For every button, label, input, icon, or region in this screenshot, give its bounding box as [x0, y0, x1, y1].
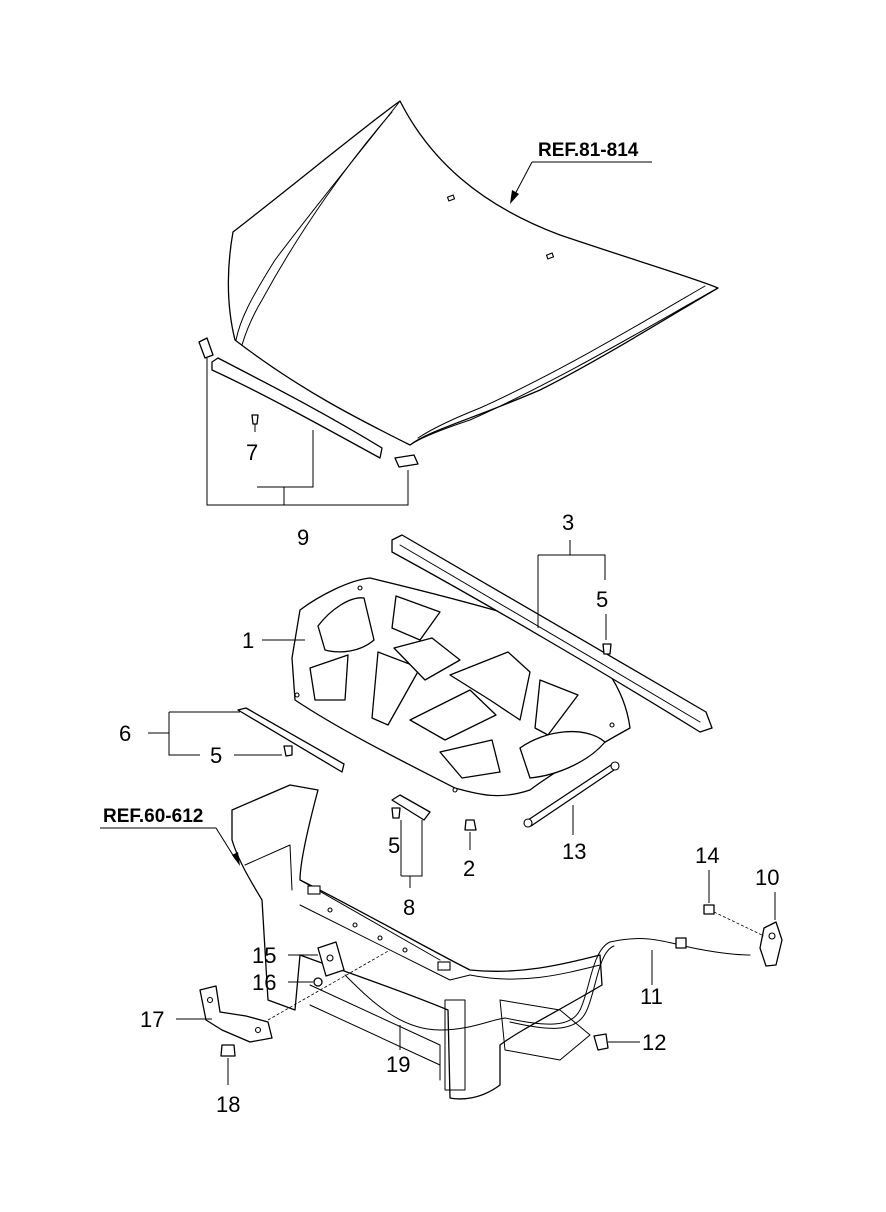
callout-19: 19 [386, 1052, 410, 1077]
callout-13: 13 [562, 839, 586, 864]
callout-15: 15 [252, 943, 276, 968]
callout-14: 14 [695, 843, 719, 868]
callout-16: 16 [252, 970, 276, 995]
callout-5-top: 5 [596, 587, 608, 612]
hood-ref-label: REF.81-814 [538, 140, 639, 161]
callout-3: 3 [562, 510, 574, 535]
callout-5-center: 5 [388, 833, 400, 858]
callout-7: 7 [246, 440, 258, 465]
hood-latch-cable [504, 938, 751, 1025]
hood-release-cable [344, 974, 506, 1031]
hood-clip [464, 819, 477, 831]
hood-side-strip [237, 707, 345, 773]
callout-11: 11 [640, 984, 663, 1009]
callout-1: 1 [242, 628, 254, 653]
callout-17: 17 [140, 1007, 164, 1032]
callout-10: 10 [755, 865, 779, 890]
hood-support-bracket [391, 794, 431, 821]
cable-clip [593, 1033, 609, 1051]
callout-12: 12 [642, 1030, 666, 1055]
callout-8: 8 [403, 895, 415, 920]
callout-6: 6 [119, 721, 131, 746]
bracket-bolt [220, 1044, 236, 1057]
hood-panel [227, 100, 719, 446]
front-end-carrier [231, 784, 603, 1100]
carrier-ref-label: REF.60-612 [103, 806, 203, 827]
latch-bolt [313, 977, 323, 987]
callout-5-left: 5 [210, 743, 222, 768]
callout-18: 18 [216, 1092, 240, 1117]
hood-latch [317, 941, 345, 977]
callout-2: 2 [463, 856, 475, 881]
hood-seal-strip [391, 534, 713, 733]
handle-bolt [703, 904, 715, 915]
hood-release-handle [759, 921, 783, 967]
hood-reference: REF.81-814 [510, 140, 652, 204]
hood-weatherstrip [198, 337, 419, 468]
hood-stay-rod [523, 761, 620, 828]
callout-9: 9 [297, 525, 309, 550]
release-lever-bracket [199, 985, 273, 1043]
